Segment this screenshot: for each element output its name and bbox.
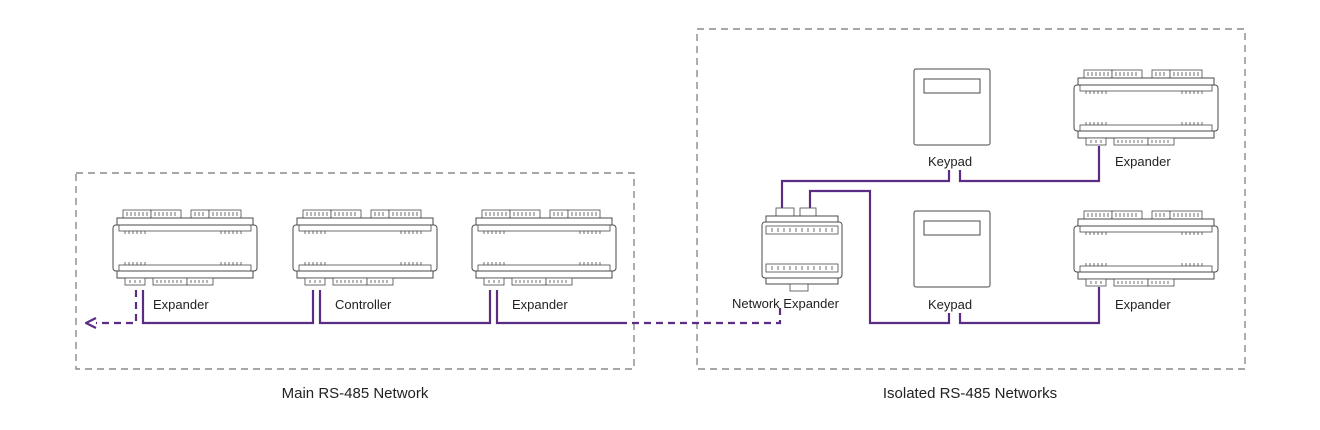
label-controller: Controller [335,297,392,312]
label-keypad-top: Keypad [928,154,972,169]
caption-main-network: Main RS-485 Network [282,385,429,402]
keypad-device-top [913,68,991,146]
label-keypad-bottom: Keypad [928,297,972,312]
expander-device-isolated-top [1073,69,1219,146]
expander-device-main-1 [112,209,258,286]
controller-device [292,209,438,286]
caption-isolated-networks: Isolated RS-485 Networks [883,385,1057,402]
wire-network-expander-link [620,307,782,325]
wire-expander2-network-expander [495,290,620,325]
wire-isolated-branch-1 [780,170,951,215]
label-network-expander: Network Expander [732,296,840,311]
network-expander-device [761,207,843,292]
wire-main-expander1-controller [141,290,315,325]
label-main-expander-1: Expander [153,297,209,312]
expander-device-isolated-bottom [1073,210,1219,287]
label-main-expander-2: Expander [512,297,568,312]
wire-outgoing-arrow [96,290,138,325]
keypad-device-bottom [913,210,991,288]
label-isolated-expander-bottom: Expander [1115,297,1171,312]
wire-keypad-bottom-expander [958,287,1101,325]
main-network-boundary [75,172,635,370]
label-isolated-expander-top: Expander [1115,154,1171,169]
wire-controller-expander2 [318,290,492,325]
wire-isolated-branch-2 [808,189,951,325]
expander-device-main-2 [471,209,617,286]
wire-keypad-top-expander [958,146,1101,183]
wire-arrowhead [84,317,97,329]
